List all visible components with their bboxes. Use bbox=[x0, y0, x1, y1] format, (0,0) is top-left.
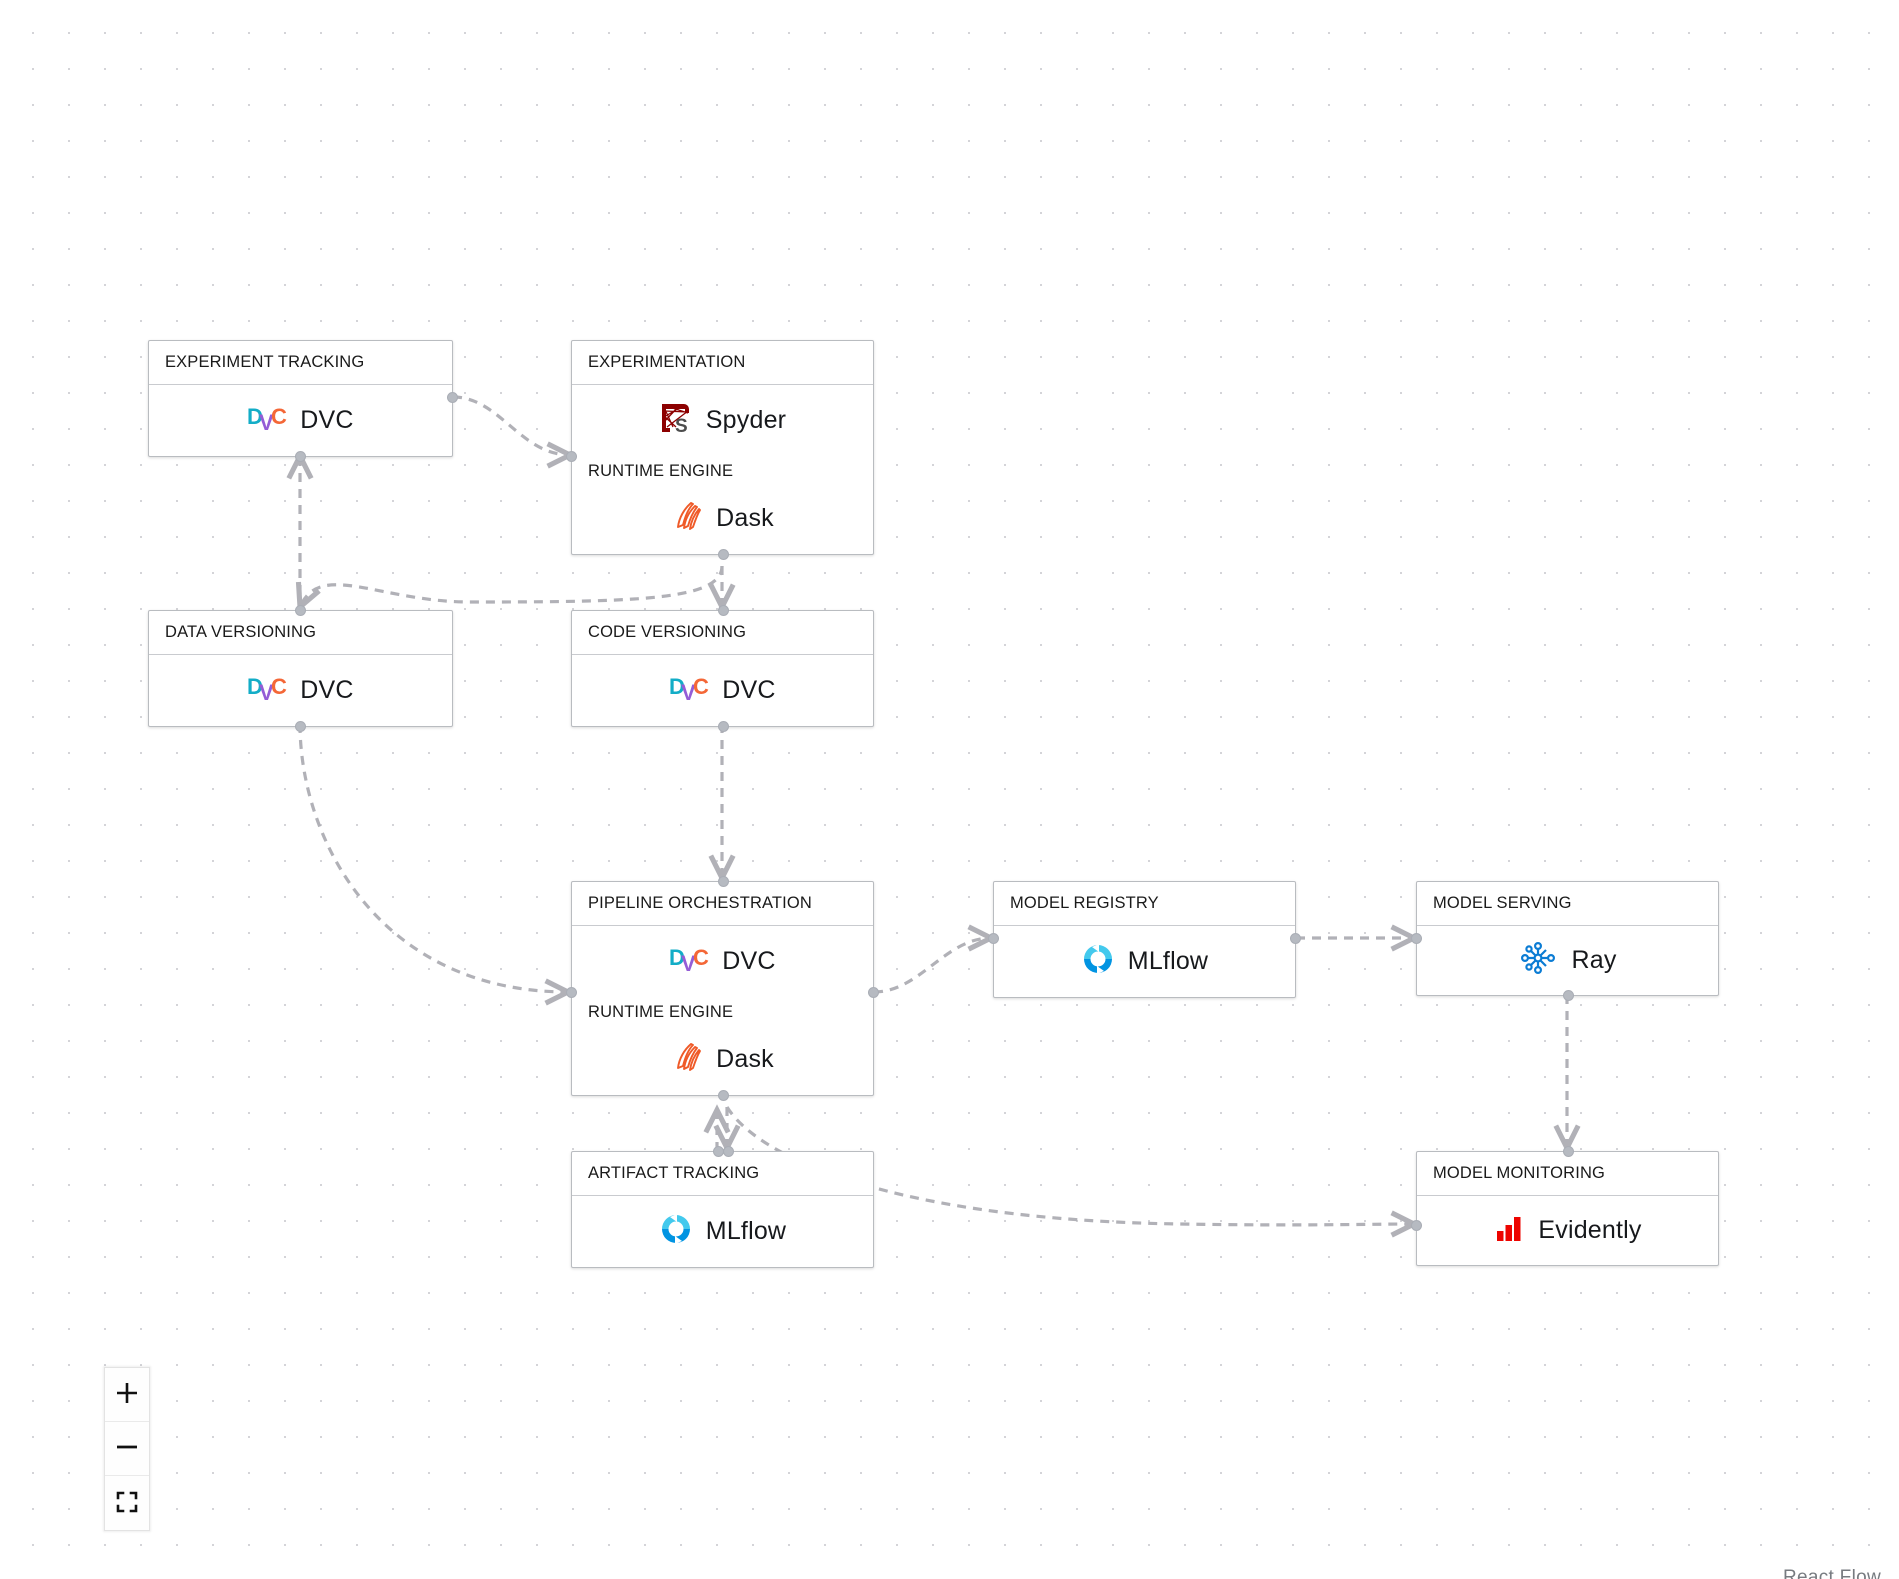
tool-name: Dask bbox=[716, 503, 774, 532]
zoom-out-button[interactable] bbox=[105, 1422, 149, 1476]
handle-top[interactable] bbox=[1563, 1146, 1574, 1157]
zoom-in-button[interactable] bbox=[105, 1368, 149, 1422]
ray-logo bbox=[1518, 941, 1558, 979]
tool-name: MLflow bbox=[1127, 946, 1209, 975]
evidently-logo bbox=[1493, 1212, 1525, 1249]
svg-text:C: C bbox=[271, 674, 287, 699]
svg-text:C: C bbox=[693, 674, 709, 699]
handle-bottom[interactable] bbox=[718, 1089, 729, 1101]
handle-right[interactable] bbox=[1290, 933, 1301, 944]
node-model-monitoring[interactable]: MODEL MONITORING Evidently bbox=[1411, 1146, 1719, 1266]
node-artifact-tracking[interactable]: ARTIFACT TRACKING MLflow bbox=[571, 1146, 874, 1268]
node-body: Evidently bbox=[1417, 1196, 1718, 1265]
svg-text:V: V bbox=[681, 951, 696, 976]
tool-name: DVC bbox=[300, 405, 354, 434]
handle-left[interactable] bbox=[988, 933, 999, 944]
handle-left[interactable] bbox=[1411, 933, 1422, 944]
svg-text:V: V bbox=[259, 410, 274, 435]
handle-right[interactable] bbox=[447, 392, 458, 403]
handle-top[interactable] bbox=[718, 876, 729, 887]
minus-icon bbox=[114, 1434, 140, 1463]
node-body: MLflow bbox=[572, 1196, 873, 1267]
node-model-serving[interactable]: MODEL SERVING bbox=[1411, 881, 1719, 1001]
handle-left[interactable] bbox=[1411, 1220, 1422, 1231]
edge-exp-tracking-to-experimentation bbox=[452, 395, 576, 469]
node-title: DATA VERSIONING bbox=[149, 611, 452, 655]
node-title: EXPERIMENTATION bbox=[572, 341, 873, 385]
handle-right[interactable] bbox=[868, 987, 879, 998]
svg-text:V: V bbox=[259, 680, 274, 705]
handle-top[interactable] bbox=[295, 605, 306, 616]
dask-logo bbox=[671, 1040, 703, 1079]
dvc-logo: D V C bbox=[247, 671, 287, 710]
node-title: MODEL SERVING bbox=[1417, 882, 1718, 926]
node-title: CODE VERSIONING bbox=[572, 611, 873, 655]
node-title: MODEL MONITORING bbox=[1417, 1152, 1718, 1196]
handle-bottom[interactable] bbox=[718, 548, 729, 560]
node-body: D V C DVC bbox=[572, 655, 873, 726]
svg-text:D: D bbox=[669, 945, 685, 970]
node-title: MODEL REGISTRY bbox=[994, 882, 1295, 926]
handle-top[interactable] bbox=[718, 605, 729, 616]
node-experimentation[interactable]: EXPERIMENTATION S Spyder RUNTIME ENGINE bbox=[566, 340, 874, 560]
mlflow-logo bbox=[659, 1212, 693, 1251]
fit-view-button[interactable] bbox=[105, 1476, 149, 1530]
node-title: ARTIFACT TRACKING bbox=[572, 1152, 873, 1196]
node-subtitle: RUNTIME ENGINE bbox=[588, 461, 734, 480]
tool-name: DVC bbox=[722, 675, 776, 704]
node-title: EXPERIMENT TRACKING bbox=[149, 341, 452, 385]
node-body: D V C DVC bbox=[149, 385, 452, 456]
node-subtitle: RUNTIME ENGINE bbox=[588, 1002, 734, 1021]
node-body: D V C DVC bbox=[572, 926, 873, 997]
node-body: D V C DVC bbox=[149, 655, 452, 726]
tool-name: Ray bbox=[1571, 945, 1617, 974]
dask-logo bbox=[671, 499, 703, 538]
node-model-registry[interactable]: MODEL REGISTRY MLflow bbox=[988, 881, 1301, 998]
handle-left[interactable] bbox=[566, 451, 577, 462]
tool-name: DVC bbox=[722, 946, 776, 975]
node-body: MLflow bbox=[994, 926, 1295, 997]
mlflow-logo bbox=[1081, 942, 1115, 981]
tool-name: Dask bbox=[716, 1044, 774, 1073]
node-code-versioning[interactable]: CODE VERSIONING D V C DVC bbox=[571, 605, 874, 732]
handle-bottom[interactable] bbox=[295, 450, 306, 462]
svg-text:V: V bbox=[681, 680, 696, 705]
handle-bottom[interactable] bbox=[718, 720, 729, 732]
handle-bottom[interactable] bbox=[295, 720, 306, 732]
node-body: Ray bbox=[1417, 926, 1718, 995]
fit-view-icon bbox=[115, 1490, 139, 1517]
node-data-versioning[interactable]: DATA VERSIONING D V C DVC bbox=[148, 605, 453, 732]
dvc-logo: D V C bbox=[669, 942, 709, 981]
handle-top-out[interactable] bbox=[723, 1146, 734, 1157]
handle-left[interactable] bbox=[566, 987, 577, 998]
node-body: S Spyder bbox=[572, 385, 873, 456]
svg-text:C: C bbox=[271, 404, 287, 429]
spyder-logo: S bbox=[659, 401, 693, 440]
svg-text:D: D bbox=[247, 404, 263, 429]
tool-name: DVC bbox=[300, 675, 354, 704]
tool-name: Evidently bbox=[1538, 1215, 1642, 1244]
svg-text:C: C bbox=[693, 945, 709, 970]
tool-name: MLflow bbox=[705, 1216, 787, 1245]
svg-text:D: D bbox=[247, 674, 263, 699]
edge-data-versioning-to-pipeline bbox=[298, 723, 574, 1006]
node-title: PIPELINE ORCHESTRATION bbox=[572, 882, 873, 926]
node-subbody: Dask bbox=[572, 483, 873, 554]
node-experiment-tracking[interactable]: EXPERIMENT TRACKING D V C DVC bbox=[148, 340, 458, 462]
edge-pipeline-to-model-registry bbox=[873, 924, 997, 994]
tool-name: Spyder bbox=[705, 405, 787, 434]
node-pipeline-orchestration[interactable]: PIPELINE ORCHESTRATION D V C DVC RUNTIME… bbox=[566, 876, 879, 1101]
react-flow-attribution[interactable]: React Flow bbox=[1782, 1567, 1881, 1579]
dvc-logo: D V C bbox=[247, 401, 287, 440]
svg-text:S: S bbox=[675, 416, 688, 435]
svg-text:D: D bbox=[669, 674, 685, 699]
edge-experimentation-to-data-versioning bbox=[295, 565, 724, 613]
dvc-logo: D V C bbox=[669, 671, 709, 710]
plus-icon bbox=[114, 1380, 140, 1409]
handle-bottom[interactable] bbox=[1563, 989, 1574, 1001]
node-subbody: Dask bbox=[572, 1024, 873, 1095]
zoom-controls[interactable] bbox=[104, 1367, 150, 1531]
